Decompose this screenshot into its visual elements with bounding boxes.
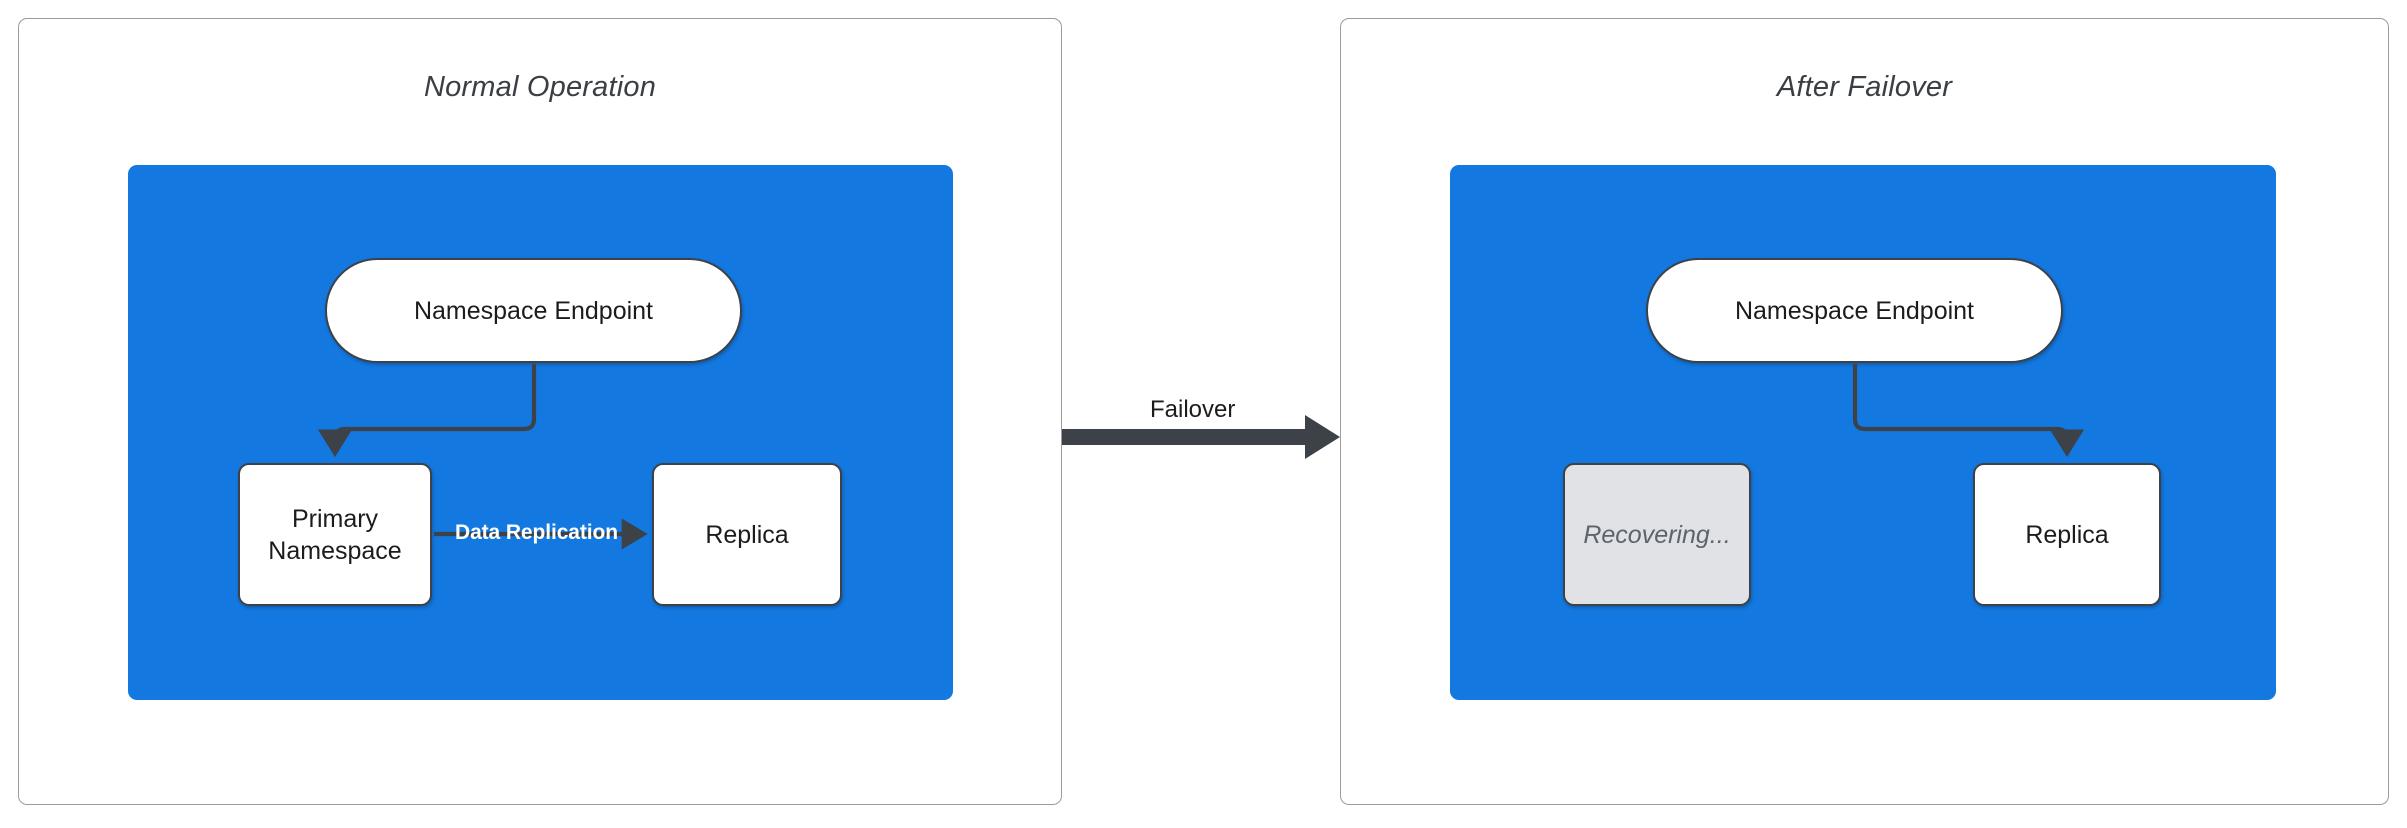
panel-title-after-failover: After Failover [1776,71,1953,103]
edge-label-failover: Failover [1150,396,1236,423]
node-label: Primary Namespace [268,503,401,567]
node-namespace-endpoint-right[interactable]: Namespace Endpoint [1646,258,2063,363]
node-label-line2: Namespace [268,536,402,565]
node-primary-namespace[interactable]: Primary Namespace [238,463,432,606]
zone-blue-left [128,165,953,700]
edge-label-data-replication: Data Replication [455,521,618,544]
node-replica-left[interactable]: Replica [652,463,842,606]
node-label: Replica [2025,520,2109,549]
node-label: Recovering... [1583,520,1731,549]
node-recovering[interactable]: Recovering... [1563,463,1751,606]
node-label: Namespace Endpoint [413,296,654,325]
node-label: Replica [705,520,789,549]
node-namespace-endpoint-left[interactable]: Namespace Endpoint [325,258,742,363]
panel-title-normal-operation: Normal Operation [423,71,657,103]
node-label-line1: Primary [291,504,379,533]
zone-blue-right [1450,165,2276,700]
node-replica-right[interactable]: Replica [1973,463,2161,606]
node-label: Namespace Endpoint [1734,296,1975,325]
